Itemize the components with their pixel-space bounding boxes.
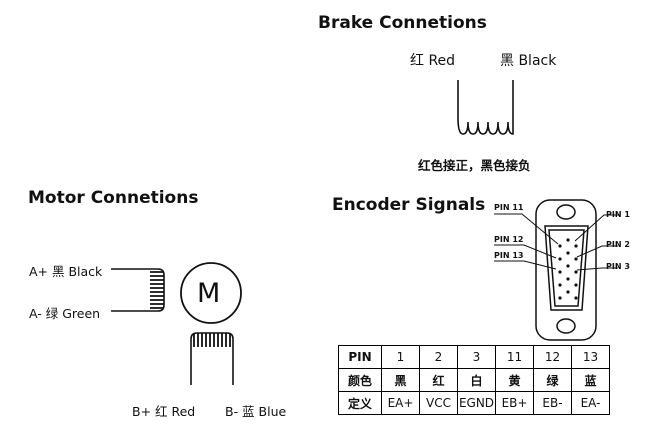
pin13-label: PIN 13 [494,251,524,260]
motor-a-plus-label: A+ 黑 Black [29,264,103,279]
pin-cell: 1 [381,345,420,369]
table-row-pin: PIN 1 2 3 11 12 13 [338,345,610,369]
brake-coil [457,80,514,135]
brake-title: Brake Connetions [318,13,487,33]
color-cell: 蓝 [571,368,610,392]
pin-cell: 13 [571,345,610,369]
pin12-label: PIN 12 [494,235,524,244]
definition-cell: EA+ [381,391,420,415]
definition-cell: EB- [533,391,572,415]
motor-title: Motor Connetions [28,188,199,208]
color-cell: 绿 [533,368,572,392]
pin-cell: 11 [495,345,534,369]
row-header-pin: PIN [338,345,382,369]
definition-cell: EB+ [495,391,534,415]
pin2-label: PIN 2 [606,240,630,249]
pin-cell: 3 [457,345,496,369]
definition-cell: EA- [571,391,610,415]
pin3-label: PIN 3 [606,262,630,271]
pin-cell: 12 [533,345,572,369]
db15-connector [535,199,597,341]
brake-polarity-note: 红色接正，黑色接负 [418,158,531,173]
row-header-color: 颜色 [338,368,382,392]
db15-pins [558,238,578,300]
brake-wire-red-label: 红 Red [410,53,456,69]
pin-leader-lines [494,213,620,271]
encoder-title: Encoder Signals [332,195,486,215]
color-cell: 黑 [381,368,420,392]
motor-b-minus-label: B- 蓝 Blue [225,404,287,419]
brake-wire-black-label: 黑 Black [500,53,557,69]
motor-coil-b [190,332,234,385]
motor-symbol-letter: M [197,278,221,309]
color-cell: 黄 [495,368,534,392]
table-row-definition: 定义 EA+ VCC EGND EB+ EB- EA- [338,391,610,415]
motor-symbol-circle [180,262,242,324]
pin1-label: PIN 1 [606,210,630,219]
motor-b-plus-label: B+ 红 Red [132,404,196,419]
color-cell: 红 [419,368,458,392]
encoder-pin-table: PIN 1 2 3 11 12 13 颜色 黑 红 白 黄 绿 蓝 定义 EA+… [338,345,610,415]
motor-coil-a [111,268,165,312]
definition-cell: EGND [457,391,496,415]
pin-cell: 2 [419,345,458,369]
row-header-definition: 定义 [338,391,382,415]
table-row-color: 颜色 黑 红 白 黄 绿 蓝 [338,368,610,392]
definition-cell: VCC [419,391,458,415]
motor-a-minus-label: A- 绿 Green [29,306,101,321]
pin11-label: PIN 11 [494,203,524,212]
color-cell: 白 [457,368,496,392]
